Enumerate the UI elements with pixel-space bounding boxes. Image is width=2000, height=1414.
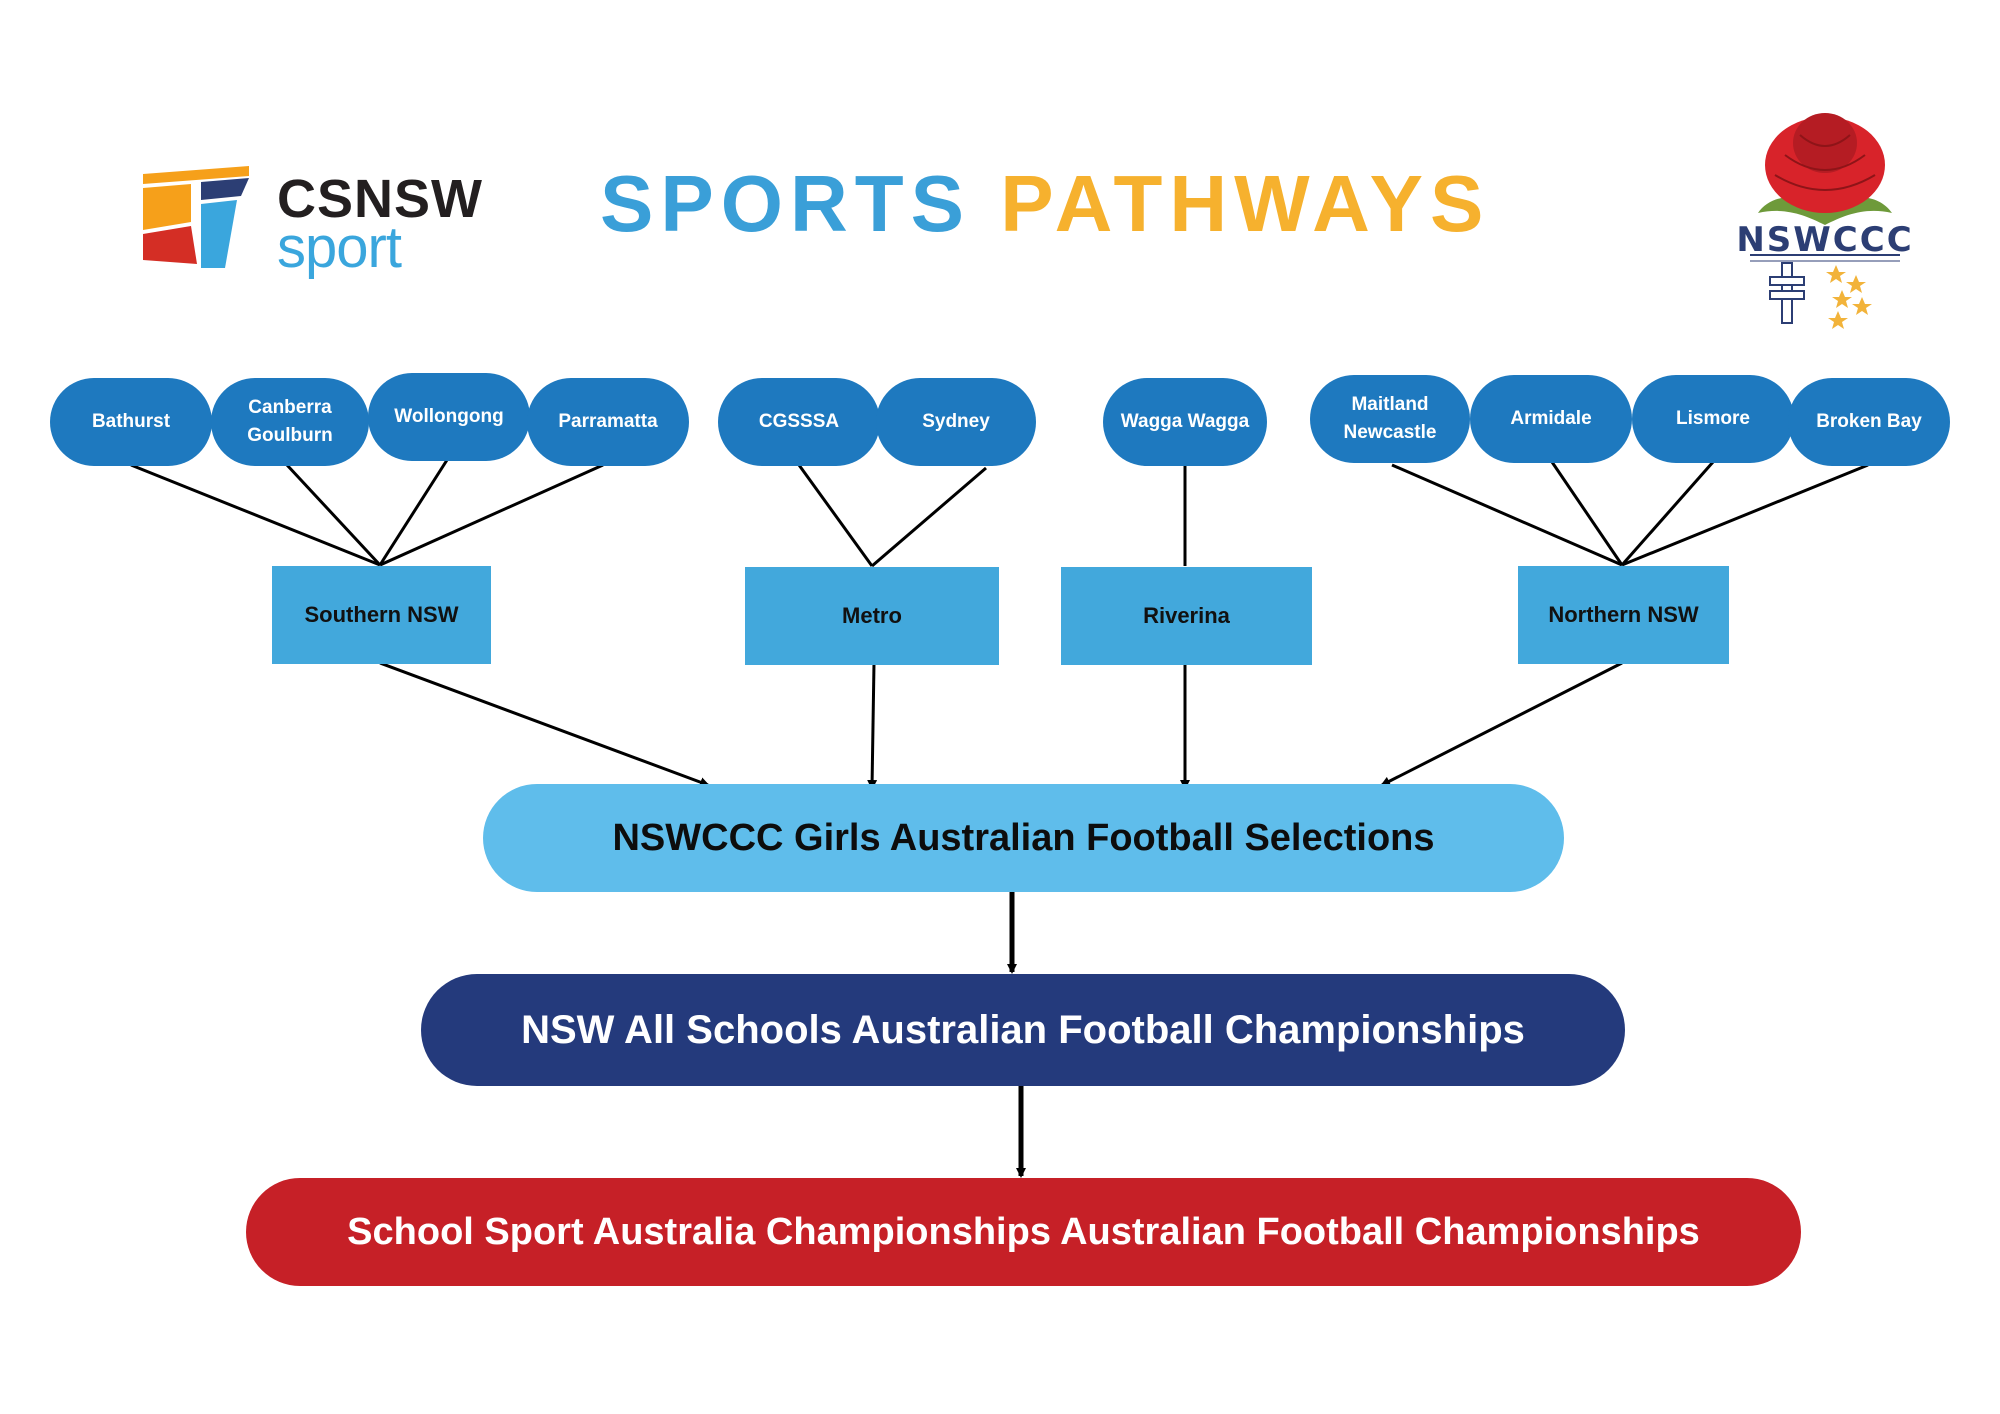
diocese-wollongong: Wollongong xyxy=(368,373,530,461)
connector-wollongong xyxy=(378,459,449,566)
connector-canberra-goulburn xyxy=(285,463,382,567)
diocese-parramatta: Parramatta xyxy=(527,378,689,466)
arrow-metro-to-selections xyxy=(867,662,878,790)
title-word-pathways: PATHWAYS xyxy=(1000,159,1491,248)
csnsw-logo-text: CSNSW xyxy=(277,169,483,229)
diocese-bathurst: Bathurst xyxy=(50,378,212,466)
region-riverina: Riverina xyxy=(1061,567,1312,665)
diocese-armidale: Armidale xyxy=(1470,375,1632,463)
connector-parramatta xyxy=(379,463,604,567)
diocese-wagga-wagga: Wagga Wagga xyxy=(1103,378,1267,466)
title-word-sports: SPORTS xyxy=(600,159,971,248)
region-northern-nsw: Northern NSW xyxy=(1518,566,1729,664)
diocese-broken-bay: Broken Bay xyxy=(1788,378,1950,466)
connector-armidale xyxy=(1550,461,1624,566)
sport-logo-text: sport xyxy=(277,215,402,280)
connector-lismore xyxy=(1620,461,1715,566)
arrow-northern-to-selections xyxy=(1380,661,1623,787)
csnsw-sport-logo-icon xyxy=(143,166,249,268)
arrow-southern-to-selections xyxy=(379,661,710,787)
region-southern-nsw: Southern NSW xyxy=(272,566,491,664)
nswccc-logo: NSWCCC xyxy=(1730,95,1920,335)
diocese-maitland-newcastle: Maitland Newcastle xyxy=(1310,375,1470,463)
diocese-lismore: Lismore xyxy=(1632,375,1794,463)
stage-nsw-all-schools: NSW All Schools Australian Football Cham… xyxy=(421,974,1625,1086)
csnsw-sport-logo: CSNSW sport xyxy=(135,158,482,288)
connector-broken-bay xyxy=(1621,463,1869,567)
nswccc-waratah-logo-icon xyxy=(1750,113,1900,329)
region-metro: Metro xyxy=(745,567,999,665)
stage-school-sport-australia: School Sport Australia Championships Aus… xyxy=(246,1178,1801,1286)
nswccc-logo-text: NSWCCC xyxy=(1736,220,1914,260)
page-title: SPORTS PATHWAYS xyxy=(600,158,1500,250)
diocese-sydney: Sydney xyxy=(876,378,1036,466)
stage-nswccc-selections: NSWCCC Girls Australian Football Selecti… xyxy=(483,784,1564,892)
diocese-canberra-goulburn: Canberra Goulburn xyxy=(211,378,369,466)
connector-bathurst xyxy=(130,463,381,567)
diocese-cgsssa: CGSSSA xyxy=(718,378,880,466)
connector-cgsssa xyxy=(797,464,874,567)
connector-maitland-newcastle xyxy=(1391,463,1623,567)
connector-sydney xyxy=(871,466,987,568)
